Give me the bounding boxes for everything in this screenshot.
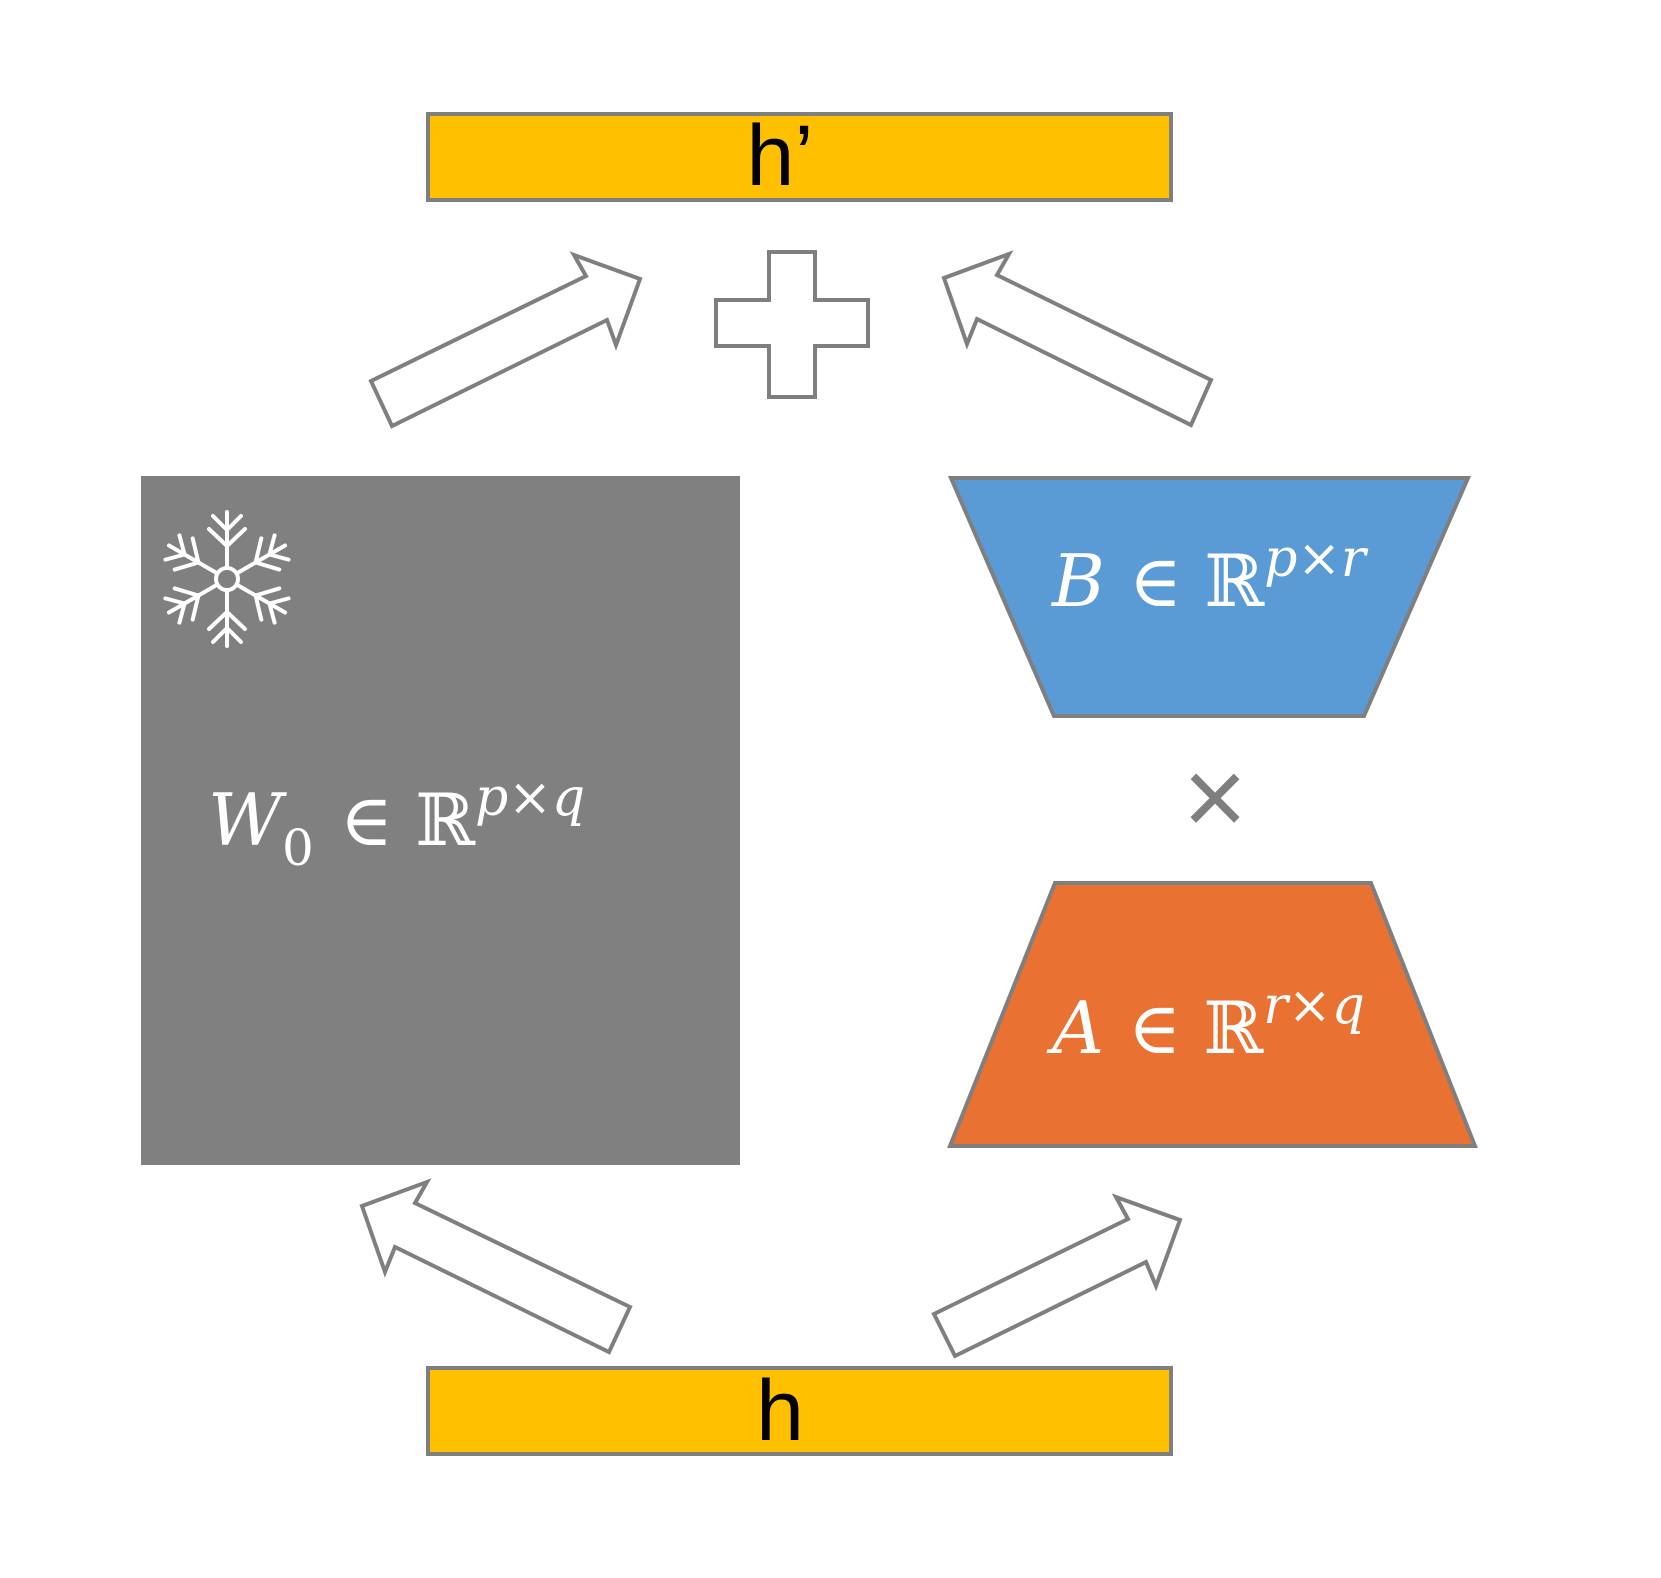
frozen-weight-dims: p×q [475,768,585,828]
arrow-b-to-plus-icon [941,250,1214,428]
input-vector: h [426,1363,1173,1459]
matrix-b-symbol: B [1050,539,1105,623]
matrix-b-member: ∈ [1129,539,1182,623]
matrix-b-dims: p×r [1264,529,1369,589]
matrix-b-trapezoid [947,476,1472,718]
arrow-input-to-frozen-icon [359,1178,633,1355]
frozen-weight-space: ℝ [415,778,476,862]
matrix-b-label: B ∈ ℝp×r [1050,529,1369,623]
frozen-weight-block: W0 ∈ ℝp×q [141,476,740,1165]
output-vector: h’ [426,108,1173,204]
matrix-a-member: ∈ [1128,986,1181,1070]
matrix-a-trapezoid [947,881,1478,1148]
matrix-a-label: A ∈ ℝr×q [1046,976,1365,1070]
matrix-a-space: ℝ [1203,986,1264,1070]
frozen-weight-member: ∈ [340,778,393,862]
plus-icon [714,250,870,399]
input-vector-bar [426,1366,1173,1456]
output-vector-bar [426,112,1173,202]
output-vector-label: h’ [747,108,814,204]
multiply-sign: × [1183,736,1247,859]
frozen-weight-rect [141,476,740,1165]
matrix-a-dims: r×q [1263,976,1365,1036]
frozen-weight-subscript: 0 [282,819,314,877]
input-vector-label: h [756,1363,804,1459]
matrix-a-block: A ∈ ℝr×q [947,881,1478,1148]
snowflake-icon [157,510,297,648]
arrow-input-to-a-icon [931,1193,1183,1359]
frozen-weight-label: W0 ∈ ℝp×q [208,768,585,877]
matrix-b-block: B ∈ ℝp×r [947,476,1472,718]
arrow-frozen-to-plus-icon [368,251,643,429]
frozen-weight-symbol: W [208,778,287,862]
matrix-a-symbol: A [1046,986,1104,1070]
matrix-b-space: ℝ [1204,539,1265,623]
